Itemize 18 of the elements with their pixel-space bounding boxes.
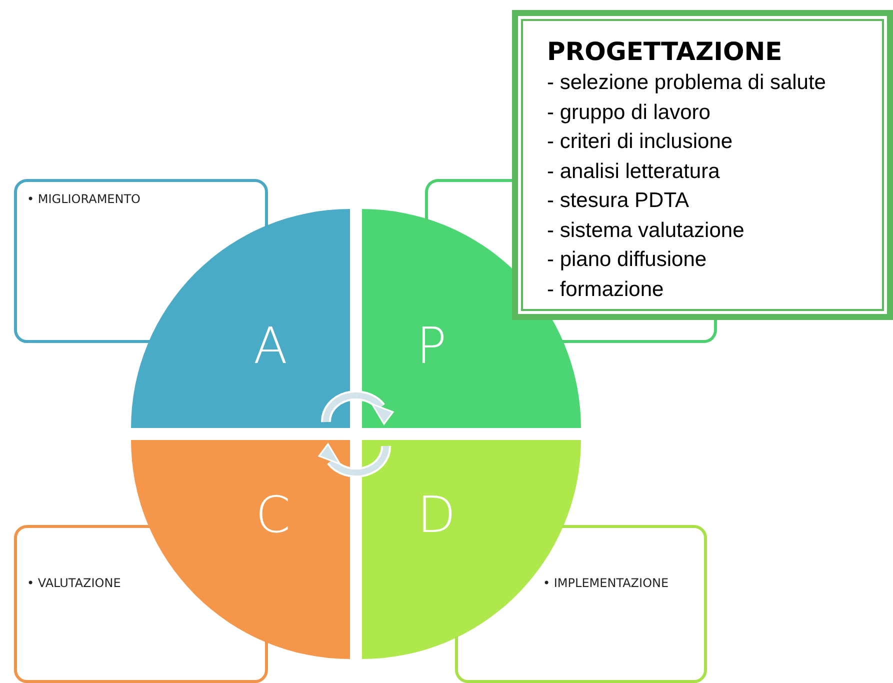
list-item: - gruppo di lavoro bbox=[547, 100, 712, 126]
list-item: - piano diffusione bbox=[547, 247, 708, 273]
box-label: • IMPLEMENTAZIONE bbox=[543, 576, 669, 590]
list-item: - criteri di inclusione bbox=[547, 129, 734, 155]
quadrant-letter: A bbox=[253, 317, 288, 375]
info-card bbox=[512, 10, 893, 320]
list-item: - formazione bbox=[547, 276, 665, 302]
text-box bbox=[455, 525, 707, 683]
quadrant-letter: P bbox=[416, 317, 447, 375]
box-label: • MIGLIORAMENTO bbox=[27, 192, 141, 206]
list-item: - analisi letteratura bbox=[547, 158, 721, 184]
box-label: • VALUTAZIONE bbox=[27, 576, 121, 590]
quadrant-letter: D bbox=[417, 486, 456, 544]
list-item: - sistema valutazione bbox=[547, 218, 746, 244]
list-item: - stesura PDTA bbox=[547, 188, 690, 214]
heading: PROGETTAZIONE bbox=[547, 37, 784, 66]
list-item: - selezione problema di salute bbox=[547, 70, 827, 96]
quadrant-letter: C bbox=[256, 486, 290, 544]
